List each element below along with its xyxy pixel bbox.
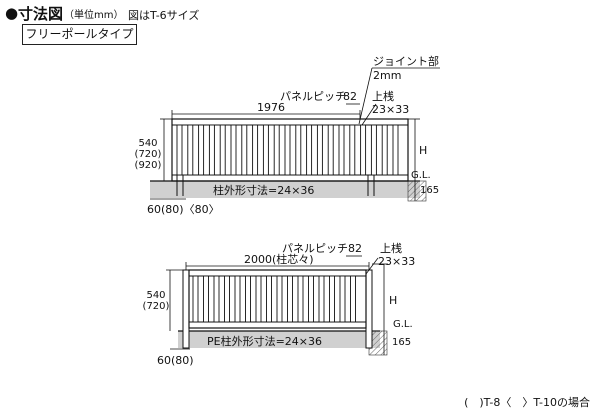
fence-slat <box>230 124 237 176</box>
rail-leader-2 <box>365 257 379 275</box>
fence-slat <box>266 275 272 323</box>
unit-note: （単位mm） <box>64 10 124 21</box>
ground-hatch-2 <box>178 331 380 348</box>
size-note: 図はT-6サイズ <box>128 9 200 22</box>
fence-frame-2 <box>188 269 367 329</box>
height-720-1: (720) <box>134 149 162 160</box>
top-rail-label-1: 上桟 <box>372 90 394 103</box>
pitch-value-2: 82 <box>348 242 362 255</box>
gl-label-1: G.L. <box>411 170 431 181</box>
fence-slat <box>192 275 199 323</box>
fence-slat <box>350 275 356 323</box>
header-bullet: ● <box>5 4 19 22</box>
fence-slat <box>318 275 325 323</box>
fence-slat <box>213 275 220 323</box>
post-size-2: PE柱外形寸法=24×36 <box>207 335 323 348</box>
fence-slat <box>252 124 259 176</box>
fence-slat <box>198 124 205 176</box>
rail-leader-1 <box>361 103 377 126</box>
depth-value-2: 165 <box>392 337 412 348</box>
fence-slat <box>262 124 269 176</box>
fence-slat <box>329 275 335 323</box>
fence-slat <box>241 124 248 176</box>
fence-slat <box>381 124 388 176</box>
post-right-2 <box>365 269 373 349</box>
fence-slat <box>295 124 302 176</box>
offset-values-1: 60(80)〈80〉 <box>147 203 220 216</box>
depth-value-1: 165 <box>420 185 440 196</box>
ground-hatch-1 <box>150 181 420 198</box>
h-label-2: H <box>389 294 398 307</box>
width-value-1: 1976 <box>257 101 285 114</box>
fence-slat <box>255 275 262 323</box>
pitch-value-1: 82 <box>343 90 357 103</box>
fence-slat <box>327 124 334 176</box>
fence-slat <box>219 124 226 176</box>
fence-slat <box>339 275 346 323</box>
fence-slat <box>306 124 313 176</box>
slats-2 <box>192 275 356 323</box>
gl-label-2: G.L. <box>393 319 413 330</box>
fence-slat <box>245 275 251 323</box>
fence-slat <box>234 275 241 323</box>
post-size-1: 柱外形寸法=24×36 <box>213 184 315 197</box>
joint-label-1: ジョイント部 <box>373 55 439 68</box>
page-title: 寸法図 <box>18 5 64 23</box>
panel-pitch-label-2: パネルピッチ <box>282 242 348 255</box>
height-540-1: 540 <box>138 138 158 149</box>
height-920-1: (920) <box>134 160 162 171</box>
height-540-2: 540 <box>146 290 166 301</box>
fence-slat <box>224 275 230 323</box>
fence-slat <box>276 275 283 323</box>
fence-slat <box>370 124 377 176</box>
fence-slat <box>316 124 323 176</box>
fence-slat <box>208 124 215 176</box>
fence-slat <box>308 275 314 323</box>
fence-frame-1 <box>171 118 409 182</box>
h-label-1: H <box>419 144 428 157</box>
offset-values-2: 60(80) <box>157 354 194 367</box>
fence-slat <box>392 124 399 176</box>
post-left-2 <box>182 269 190 349</box>
fence-slat <box>297 275 304 323</box>
fence-diagram-1 <box>150 67 440 202</box>
width-value-2: 2000(柱芯々) <box>244 253 314 266</box>
fence-diagram-2 <box>166 255 388 356</box>
fence-slat <box>287 275 293 323</box>
slats-1 <box>176 124 399 176</box>
fence-slat <box>273 124 280 176</box>
panel-pitch-label-1: パネルピッチ <box>280 90 346 103</box>
fence-slat <box>176 124 183 176</box>
fence-slat <box>187 124 194 176</box>
height-values-2: 540 (720) <box>141 290 171 312</box>
fence-slat <box>349 124 356 176</box>
type-label-box: フリーポールタイプ <box>22 24 137 45</box>
foundation-hatch-1 <box>407 180 427 202</box>
footer-note: ( )T-8〈 〉T-10の場合 <box>464 396 590 409</box>
top-rail-label-2: 上桟 <box>380 242 402 255</box>
height-720-2: (720) <box>142 301 170 312</box>
fence-slat <box>338 124 345 176</box>
top-rail-size-1: 23×33 <box>372 103 410 116</box>
joint-leader-1 <box>358 67 373 125</box>
joint-label-2: 2mm <box>373 69 402 82</box>
fence-slat <box>203 275 209 323</box>
fence-slat <box>284 124 291 176</box>
top-rail-size-2: 23×33 <box>378 255 416 268</box>
fence-slat <box>360 124 367 176</box>
height-values-1: 540 (720) (920) <box>133 138 163 171</box>
